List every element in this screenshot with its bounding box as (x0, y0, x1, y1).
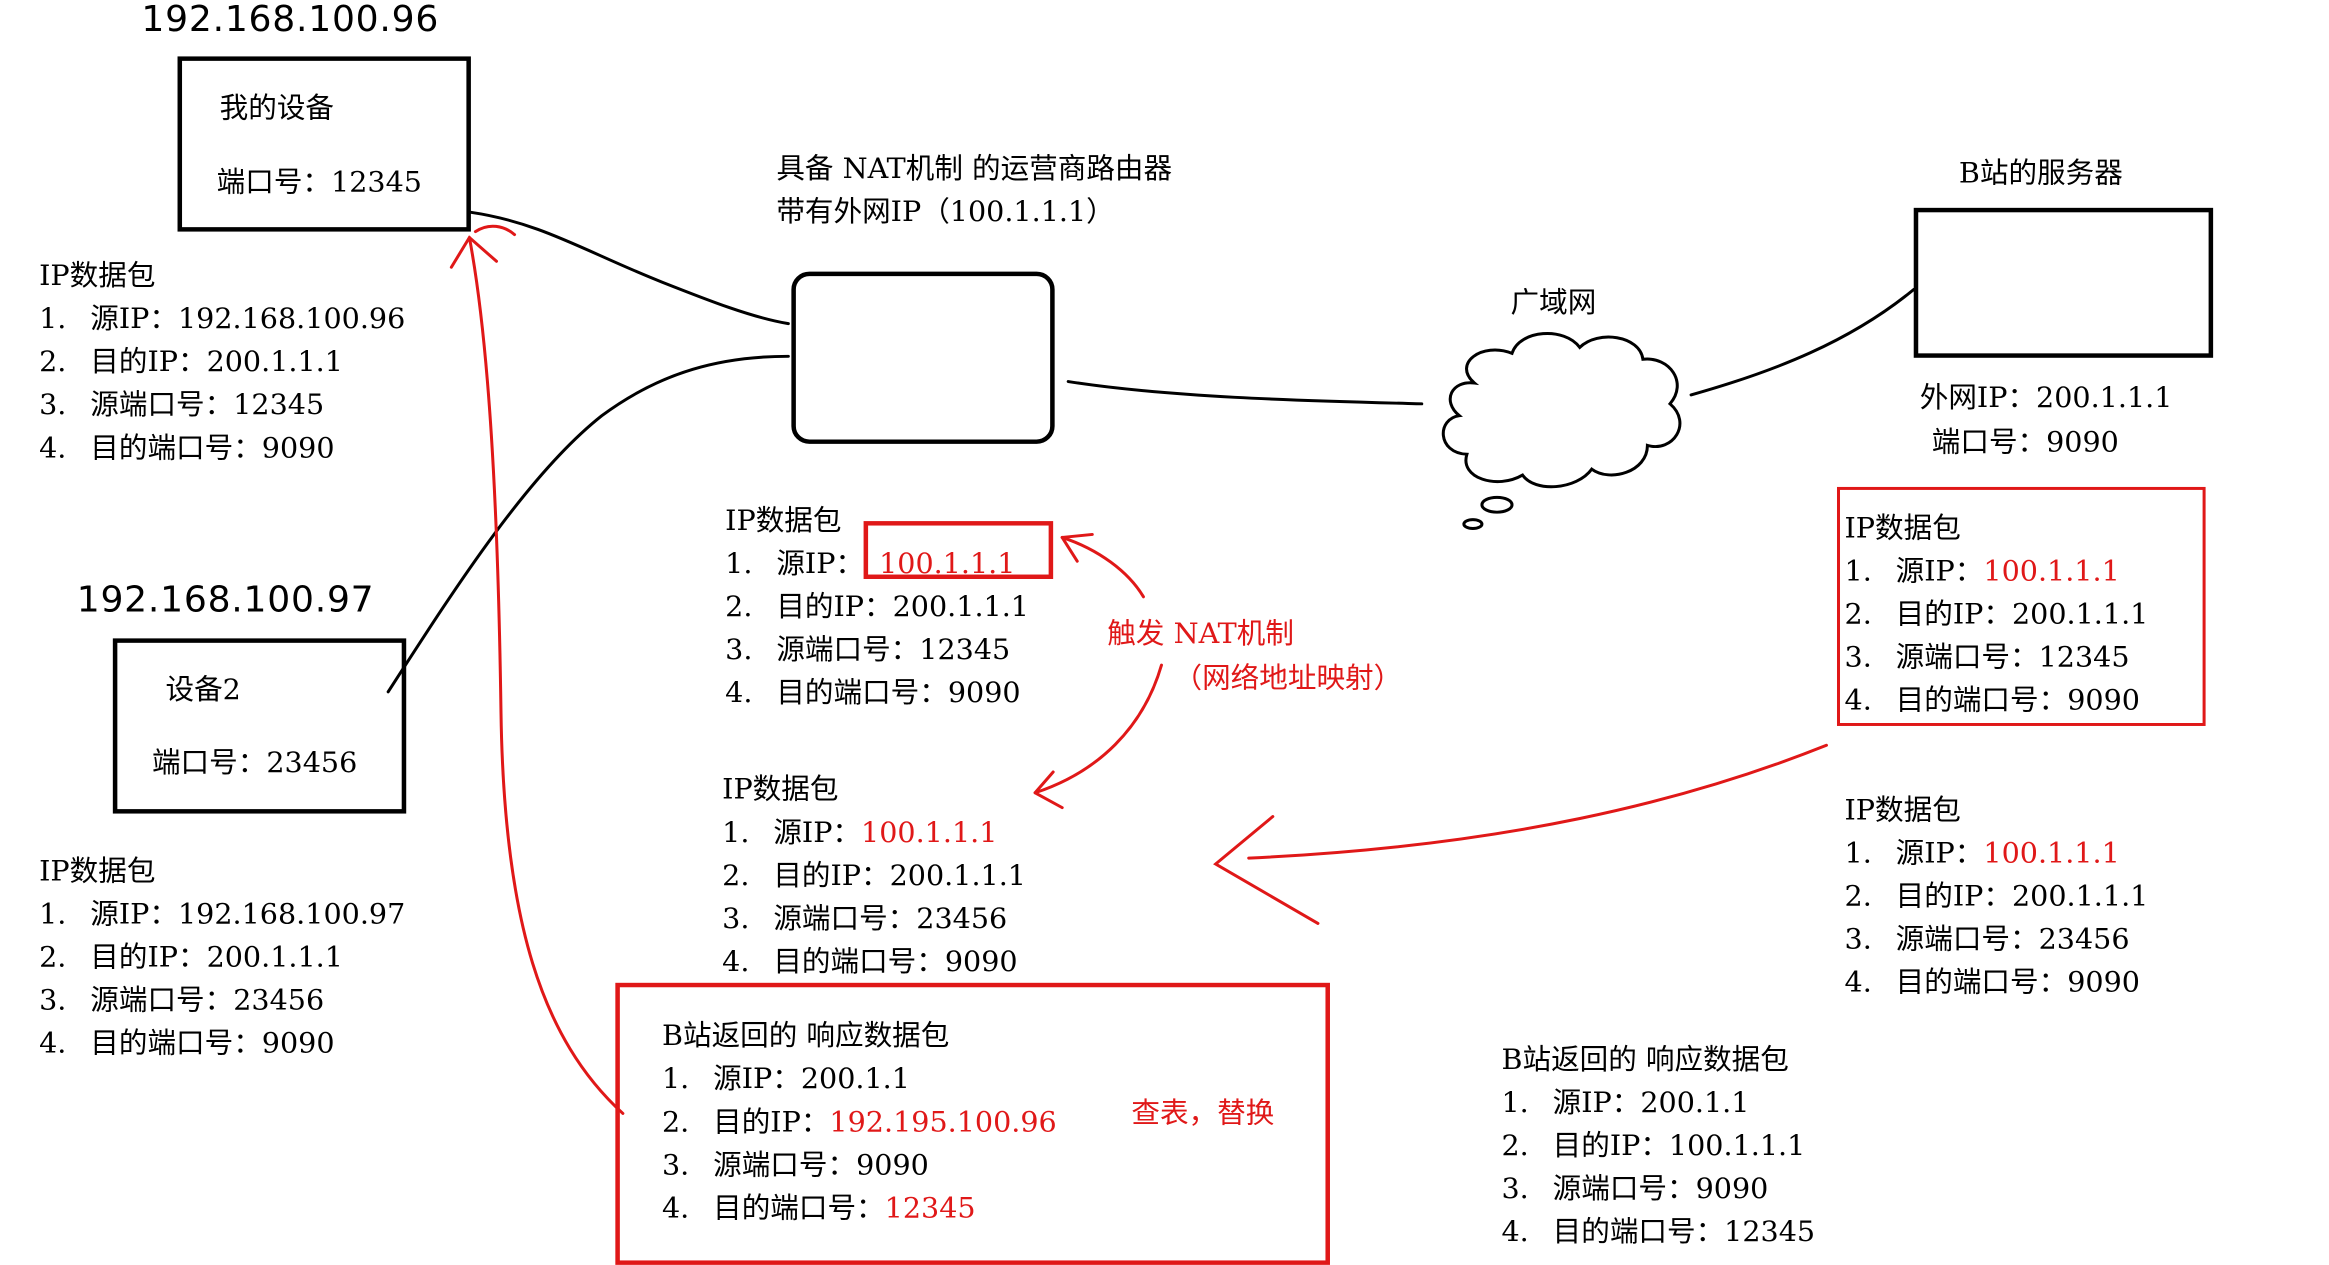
router-box[interactable] (791, 271, 1055, 444)
device1-box[interactable] (177, 56, 471, 232)
server-return-arrow-head (1213, 815, 1320, 925)
packet-title: IP数据包 (39, 855, 156, 888)
packet-title: IP数据包 (722, 773, 839, 807)
packet-item: 3.源端口号：9090 (1501, 1172, 1769, 1206)
device2-box[interactable] (112, 638, 407, 814)
packet-item: 1.源IP：100.1.1.1 (725, 547, 1016, 581)
packet-item: 4.目的端口号：9090 (1844, 966, 2140, 1000)
server-port: 端口号：9090 (1931, 426, 2119, 459)
cloud-bubble-icon (1480, 495, 1514, 514)
packet-item: 3.源端口号：23456 (722, 902, 1008, 936)
device2-name: 设备2 (165, 674, 241, 707)
wan-label: 广域网 (1510, 286, 1597, 320)
packet-nat1: IP数据包 1.源IP：100.1.1.1 2.目的IP：200.1.1.1 3… (725, 500, 1029, 715)
device2-port-value: 23456 (266, 746, 358, 780)
return-arrow-head (449, 235, 498, 269)
server-return-arrow (1247, 743, 1828, 860)
nat-arrow-down-head (1033, 770, 1064, 810)
packet-server-in1: IP数据包 1.源IP：100.1.1.1 2.目的IP：200.1.1.1 3… (1845, 508, 2149, 723)
device1-ip: 192.168.100.96 (141, 0, 440, 41)
packet-item: 2.目的IP：200.1.1.1 (725, 590, 1030, 624)
packet-server-in2: IP数据包 1.源IP：100.1.1.1 2.目的IP：200.1.1.1 3… (1845, 790, 2149, 1005)
nat-arrow-down (1033, 663, 1163, 795)
packet-title: B站返回的 响应数据包 (1501, 1043, 1789, 1077)
nat-arrow-up-head (1060, 532, 1094, 563)
packet-response-wan: B站返回的 响应数据包 1.源IP：200.1.1 2.目的IP：100.1.1… (1501, 1039, 1815, 1254)
packet-nat2: IP数据包 1.源IP：100.1.1.1 2.目的IP：200.1.1.1 3… (722, 769, 1026, 984)
packet-item: 2.目的IP：200.1.1.1 (1844, 880, 2149, 914)
packet-item: 1.源IP：100.1.1.1 (1844, 555, 2120, 588)
packet-title: B站返回的 响应数据包 (661, 1019, 950, 1053)
packet-item: 2.目的IP：192.195.100.96 (661, 1106, 1057, 1139)
packet-response-lan: B站返回的 响应数据包 1.源IP：200.1.1 2.目的IP：192.195… (662, 1015, 1057, 1230)
packet-item: 1.源IP：200.1.1 (661, 1062, 910, 1096)
server-title: B站的服务器 (1958, 157, 2123, 191)
packet-item: 2.目的IP：100.1.1.1 (1501, 1129, 1806, 1163)
packet-item: 1.源IP：200.1.1 (1501, 1086, 1750, 1120)
packet-item: 3.源端口号：23456 (39, 984, 325, 1017)
packet-device1-out: IP数据包 1.源IP：192.168.100.96 2.目的IP：200.1.… (39, 255, 405, 470)
device1-port-label: 端口号： (216, 166, 332, 199)
link-device1-router (469, 210, 790, 326)
return-arrow-tail (473, 224, 517, 237)
packet-device2-out: IP数据包 1.源IP：192.168.100.97 2.目的IP：200.1.… (39, 851, 405, 1066)
packet-item: 1.源IP：192.168.100.96 (39, 302, 406, 336)
cloud-icon (1441, 332, 1682, 489)
packet-title: IP数据包 (39, 259, 156, 293)
packet-item: 1.源IP：192.168.100.97 (39, 898, 406, 931)
device2-ip: 192.168.100.97 (76, 578, 375, 621)
packet-item: 3.源端口号：12345 (1844, 641, 2130, 675)
cloud-bubble-small-icon (1462, 518, 1484, 531)
nat-note-line1: 触发 NAT机制 (1107, 617, 1294, 651)
packet-item: 4.目的端口号：12345 (1501, 1215, 1816, 1249)
packet-title: IP数据包 (1844, 794, 1961, 827)
device1-port: 端口号：12345 (217, 169, 422, 197)
nat-ip-highlight (863, 521, 1054, 579)
packet-item: 2.目的IP：200.1.1.1 (1844, 598, 2149, 631)
packet-item: 4.目的端口号：12345 (661, 1192, 976, 1225)
server-box[interactable] (1913, 207, 2214, 358)
packet-item: 4.目的端口号：9090 (722, 945, 1018, 979)
server-packet-highlight (1836, 486, 2206, 726)
device2-port-label: 端口号： (151, 746, 267, 780)
packet-item: 3.源端口号：9090 (661, 1149, 929, 1182)
packet-title: IP数据包 (1844, 512, 1961, 545)
return-arrow-to-device1 (467, 236, 625, 1115)
link-device2-router (386, 354, 790, 694)
link-router-wan (1066, 380, 1424, 406)
packet-item: 4.目的端口号：9090 (725, 676, 1021, 710)
packet-title: IP数据包 (725, 504, 842, 538)
link-wan-server (1689, 288, 1916, 397)
nat-arrow-up (1060, 535, 1145, 599)
packet-item: 3.源端口号：12345 (39, 388, 325, 422)
packet-item: 2.目的IP：200.1.1.1 (722, 859, 1026, 893)
lookup-note: 查表，替换 (1131, 1097, 1275, 1130)
router-title: 具备 NAT机制 的运营商路由器 (776, 152, 1173, 186)
nat-note-line2: （网络地址映射） (1173, 662, 1403, 695)
packet-item: 3.源端口号：23456 (1844, 923, 2130, 957)
device1-name: 我的设备 (219, 92, 335, 125)
router-subtitle: 带有外网IP（100.1.1.1） (776, 195, 1115, 229)
packet-item: 4.目的端口号：9090 (39, 432, 335, 465)
packet-item: 2.目的IP：200.1.1.1 (39, 941, 343, 974)
packet-item: 4.目的端口号：9090 (39, 1027, 335, 1061)
device2-port: 端口号：23456 (151, 746, 358, 780)
packet-item: 3.源端口号：12345 (725, 633, 1011, 667)
device1-port-value: 12345 (331, 166, 422, 199)
server-ip: 外网IP：200.1.1.1 (1919, 381, 2173, 415)
packet-item: 2.目的IP：200.1.1.1 (39, 345, 343, 379)
packet-item: 1.源IP：100.1.1.1 (1844, 837, 2120, 870)
packet-item: 4.目的端口号：9090 (1844, 684, 2140, 718)
packet-item: 1.源IP：100.1.1.1 (722, 816, 998, 850)
